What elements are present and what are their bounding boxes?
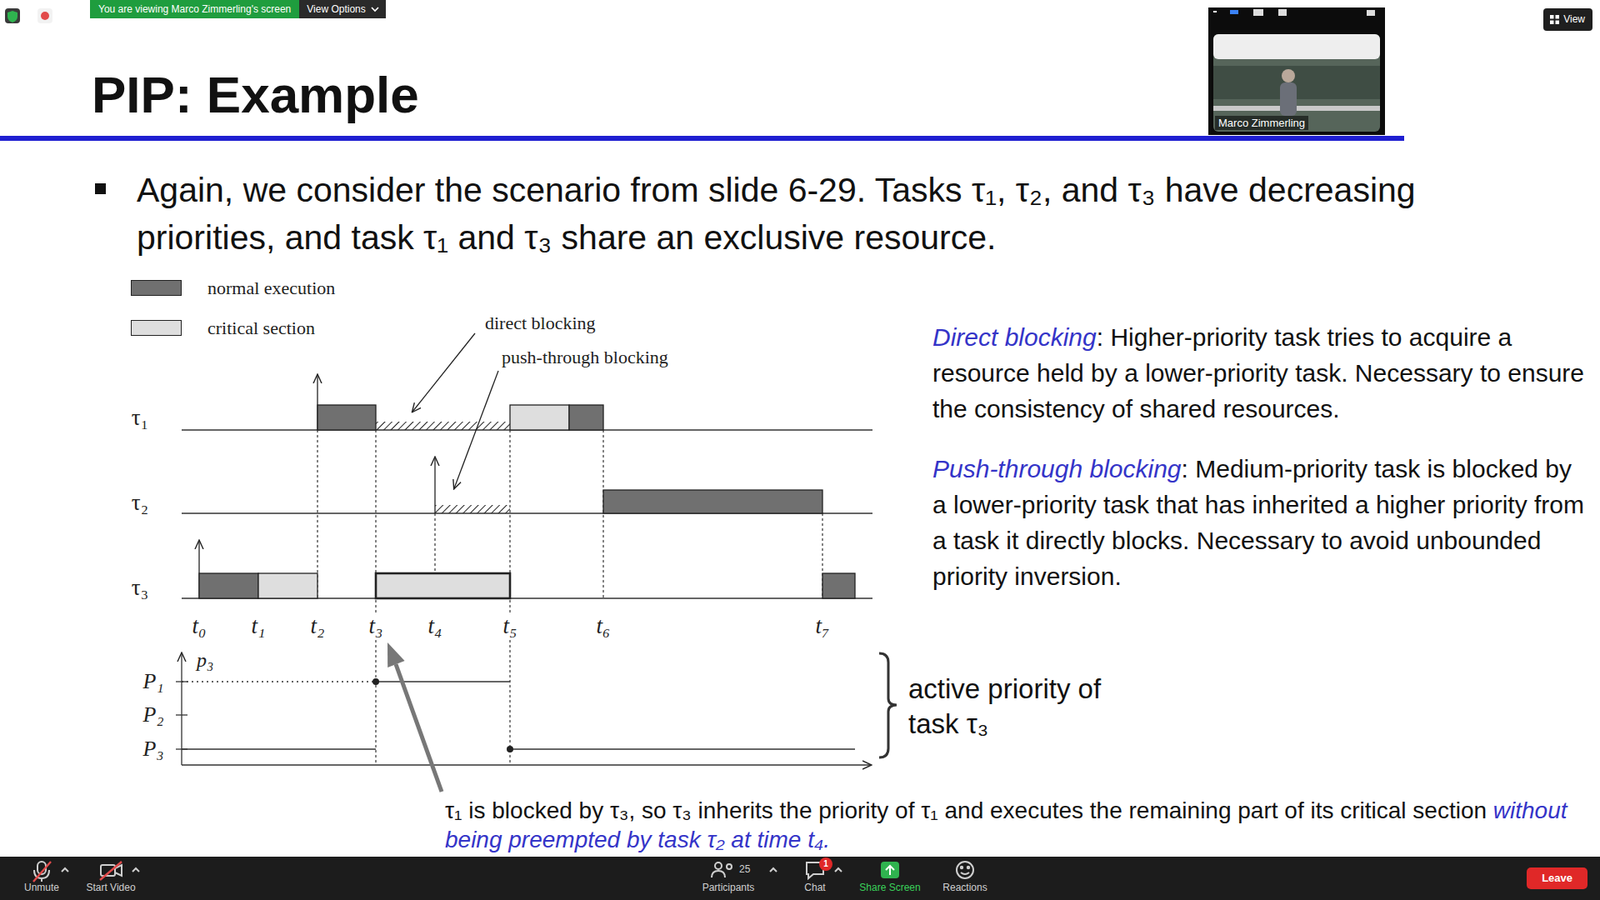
time-label: t₃ [369,613,384,640]
toolbar-label: Start Video [85,882,135,895]
leave-button: Leave [1526,867,1588,890]
node-text: You are viewing Marco Zimmerling's scree… [98,3,291,15]
task-label: τ₂ [131,490,149,516]
annotation-label: direct blocking [485,312,596,334]
text-block: Push-through blocking: Medium-priority t… [932,450,1587,595]
axis-label: P₂ [143,702,165,728]
annotation-label: push-through blocking [501,346,669,368]
axis-label: P₁ [143,669,165,695]
slide-title: PIP: Example [91,65,420,125]
chat-badge [819,857,833,871]
zoom-top-icons [5,8,53,24]
share-banner: You are viewing Marco Zimmerling's scree… [90,0,300,19]
chevron [370,5,380,13]
timeline-axes [181,430,873,599]
view-button: View [1543,8,1593,31]
time-label: t₂ [310,613,325,640]
slide-text: Direct blocking [932,323,1097,351]
time-label: t₄ [428,613,443,640]
node-text: View [1563,13,1585,25]
task-schedule [199,375,855,599]
slide-text: Push-through blocking [932,455,1182,483]
menu-button: View Options [299,0,385,19]
title-rule [0,135,1405,141]
toolbar-label: Participants [702,882,755,895]
time-label: t₆ [596,613,611,640]
task-label: τ₁ [131,405,149,431]
toolbar-label: Chat [804,882,825,895]
text-block: Direct blocking: Higher-priority task tr… [932,319,1587,427]
priority-plot [175,653,871,765]
badge-number: 1 [823,859,829,870]
brace [879,653,897,758]
node-text: Marco Zimmerling [1215,115,1309,130]
time-label: t₀ [192,613,207,640]
legend-swatch [130,320,182,336]
bullet [95,183,106,195]
time-label: t₅ [503,613,518,640]
slide-text: Again, we consider the scenario from sli… [136,170,1416,257]
annotation-leaders [412,333,499,489]
time-label: t₁ [251,613,266,640]
video-tile: Marco Zimmerling [1208,7,1385,135]
axis-label: P₃ [143,736,165,762]
node-text: Leave [1541,871,1573,885]
slide-text: τ₁ is blocked by τ₃, so τ₃ inherits the … [445,797,1487,824]
bracket-label: active priority of task τ₃ [908,671,1134,742]
text-block: τ₁ is blocked by τ₃, so τ₃ inherits the … [445,795,1587,855]
toolbar-label: Reactions [942,882,987,895]
toolbar-label: Share Screen [859,882,920,895]
axis-label: p₃ [196,649,214,673]
time-label: t₇ [815,613,830,640]
toolbar-label: Unmute [24,882,60,895]
node-text: View Options [306,3,365,15]
task-label: τ₃ [131,575,149,601]
grid-icon [1550,15,1560,25]
legend-label: critical section [207,317,315,340]
zoom-toolbar [0,856,1600,900]
callout-arrow [387,642,442,792]
time-gridlines [317,430,823,765]
participant-count: 25 [739,864,750,876]
legend-label: normal execution [207,277,335,300]
legend-swatch [130,280,182,296]
text-block: Again, we consider the scenario from sli… [136,166,1554,262]
